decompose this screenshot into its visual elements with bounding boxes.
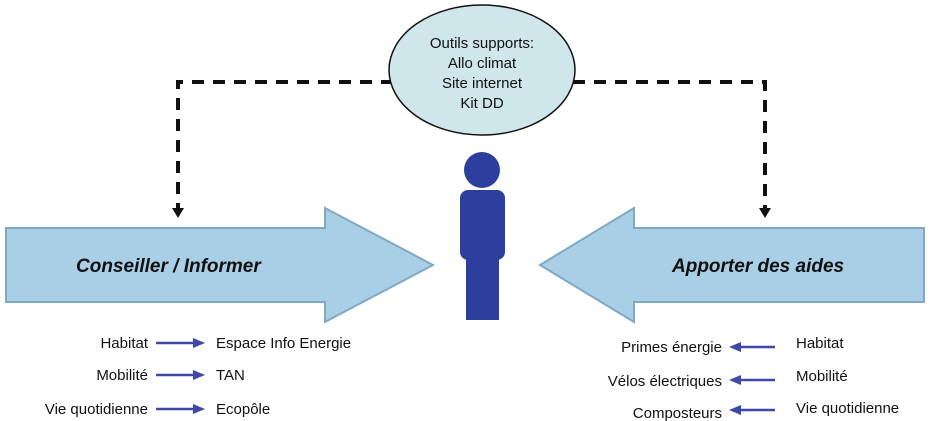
left-arrow-icon	[729, 375, 775, 385]
aid-list-result: Primes énergie	[621, 339, 722, 356]
dashed-arrowhead-left	[172, 208, 184, 218]
dashed-connector-right	[573, 80, 767, 210]
left-arrow-icon	[729, 405, 775, 415]
advise-list-service: Ecopôle	[216, 401, 270, 418]
aid-list-source: Mobilité	[796, 368, 848, 385]
advise-list-topic: Habitat	[100, 335, 148, 352]
right-arrow-icon	[156, 338, 205, 348]
advise-list-topic: Mobilité	[96, 367, 148, 384]
left-arrow-icon	[729, 342, 775, 352]
person-icon	[460, 152, 505, 320]
aid-list-result: Vélos électriques	[608, 373, 722, 390]
advise-arrow	[5, 206, 436, 324]
aid-list-result: Composteurs	[633, 405, 722, 421]
dashed-connector-left	[176, 80, 393, 210]
aid-list-source: Habitat	[796, 335, 844, 352]
tools-bubble-line: Kit DD	[460, 95, 504, 112]
advise-list-service: TAN	[216, 367, 245, 384]
tools-bubble-line: Site internet	[442, 75, 523, 92]
tools-bubble-line: Allo climat	[448, 55, 517, 72]
advise-list: Habitat Espace Info Energie Mobilité TAN…	[45, 335, 351, 418]
tools-bubble	[388, 4, 576, 136]
tools-bubble-line: Outils supports:	[430, 35, 534, 52]
right-arrow-icon	[156, 370, 205, 380]
advise-list-service: Espace Info Energie	[216, 335, 351, 352]
dashed-arrowhead-right	[759, 208, 771, 218]
aid-list-source: Vie quotidienne	[796, 400, 899, 417]
aid-arrow-label: Apporter des aides	[671, 256, 844, 277]
advise-arrow-label: Conseiller / Informer	[76, 256, 262, 277]
aid-arrow	[538, 206, 925, 324]
advise-list-topic: Vie quotidienne	[45, 401, 148, 418]
right-arrow-icon	[156, 404, 205, 414]
aid-list: Primes énergie Habitat Vélos électriques…	[608, 335, 899, 421]
